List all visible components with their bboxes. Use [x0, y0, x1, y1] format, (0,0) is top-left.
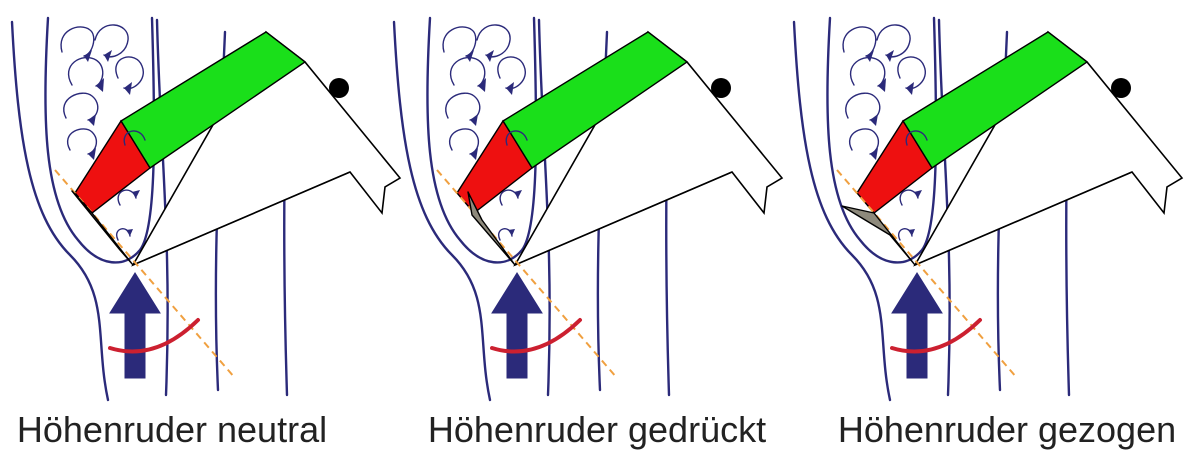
panel-elevator-neutral: Höhenruder neutral — [10, 16, 402, 450]
panel-elevator-pulled: Höhenruder gezogen — [792, 16, 1184, 450]
elevator-flap — [841, 205, 916, 266]
elevator-flap — [71, 190, 134, 266]
caption-pushed: Höhenruder gedrückt — [428, 409, 766, 450]
caption-pulled: Höhenruder gezogen — [838, 409, 1176, 450]
caption-neutral: Höhenruder neutral — [17, 409, 327, 450]
panel-elevator-pushed: Höhenruder gedrückt — [392, 16, 784, 450]
elevator-flap — [467, 191, 516, 266]
